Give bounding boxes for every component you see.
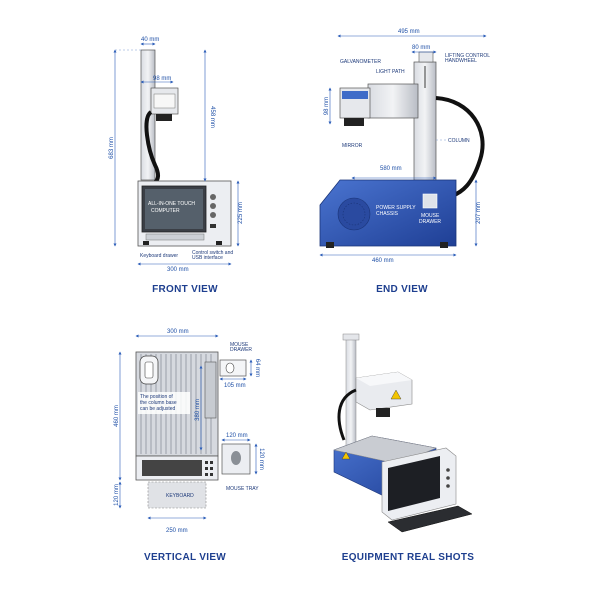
keyboard-label: KEYBOARD — [166, 493, 194, 499]
mouse-tray-label: MOUSE TRAY — [226, 486, 259, 492]
screen-text-line1: ALL-IN-ONE TOUCH — [148, 201, 195, 207]
dim-mouse-drawer-width: 105 mm — [224, 383, 246, 389]
mouse-drawer-label-line1: MOUSE — [230, 342, 249, 348]
dim-base-width: 460 mm — [372, 258, 394, 264]
dim-total-height: 683 mm — [109, 137, 115, 159]
control-switch-label-line1: Control switch and — [192, 250, 233, 256]
control-knob — [210, 203, 216, 209]
usb-port — [210, 224, 216, 228]
dim-mouse-tray-width: 120 mm — [226, 433, 248, 439]
keyboard — [387, 505, 473, 533]
vertical-view: The position of the column base can be a… — [114, 329, 264, 563]
foot — [326, 242, 334, 248]
power-supply-label-line1: POWER SUPPLY — [376, 205, 416, 211]
note-line3: can be adjusted — [140, 406, 176, 412]
mouse-drawer-label-line1: MOUSE — [421, 213, 440, 219]
dim-top-width: 40 mm — [141, 37, 159, 43]
column-label: COLUMN — [448, 138, 470, 144]
power-supply-label-line2: CHASSIS — [376, 211, 399, 217]
mouse-drawer-label-line2: DRAWER — [230, 347, 252, 353]
front-view-title: FRONT VIEW — [152, 284, 218, 295]
end-view: 495 mm 80 mm 98 mm 580 mm 207 mm 460 mm … — [319, 29, 490, 295]
mouse-drawer — [422, 193, 438, 209]
dim-arm-length: 580 mm — [380, 166, 402, 172]
foot — [143, 241, 149, 245]
dim-base-height: 225 mm — [238, 202, 244, 224]
dim-column-range: 380 mm — [195, 399, 201, 421]
dim-base-width: 300 mm — [167, 267, 189, 273]
mouse-tray — [221, 443, 251, 475]
dim-column-width: 98 mm — [153, 76, 171, 82]
foot — [216, 241, 222, 245]
note-line1: The position of — [140, 394, 173, 400]
lens — [156, 114, 172, 121]
equipment-real-shot: EQUIPMENT REAL SHOTS — [333, 333, 475, 563]
dim-base-height: 207 mm — [476, 202, 482, 224]
vertical-view-title: VERTICAL VIEW — [144, 552, 226, 563]
control-knob — [210, 212, 216, 218]
dim-head-height: 98 mm — [324, 97, 330, 115]
light-path-arm — [367, 83, 419, 119]
dim-keyboard-depth: 120 mm — [114, 484, 120, 506]
dim-mouse-tray-depth: 120 mm — [258, 448, 264, 470]
lifting-label-line1: LIFTING CONTROL — [445, 53, 490, 59]
mouse-drawer-label-line2: DRAWER — [419, 219, 441, 225]
mouse-icon — [231, 451, 241, 465]
dim-column-height: 458 mm — [209, 106, 215, 128]
mirror-label: MIRROR — [342, 143, 363, 149]
fiber-cable — [435, 96, 485, 198]
warning-sign-icon — [390, 389, 402, 400]
fiber-cable — [337, 388, 357, 441]
screen-text-line2: COMPUTER — [151, 208, 180, 214]
dim-top-width: 300 mm — [167, 329, 189, 335]
fan-grille — [337, 197, 371, 231]
lifting-label-line2: HANDWHEEL — [445, 58, 477, 64]
keyboard-tray — [147, 481, 207, 509]
side-handle — [204, 361, 217, 419]
foot — [440, 242, 448, 248]
dim-total-width: 495 mm — [398, 29, 420, 35]
dim-mouse-drawer-depth: 64 mm — [254, 359, 260, 377]
end-view-title: END VIEW — [376, 284, 428, 295]
front-view: ALL-IN-ONE TOUCH COMPUTER 40 mm 98 mm 68… — [109, 37, 244, 295]
mirror — [344, 118, 364, 126]
handwheel — [418, 51, 434, 63]
note-line2: the column base — [140, 400, 177, 406]
dim-total-depth: 460 mm — [114, 405, 120, 427]
real-shot-title: EQUIPMENT REAL SHOTS — [342, 552, 475, 563]
monitor-screen — [388, 456, 440, 511]
galvanometer-label: GALVANOMETER — [340, 59, 381, 65]
note-box — [138, 392, 190, 414]
keyboard-drawer-label: Keyboard drawer — [140, 253, 178, 259]
fiber-cable — [144, 110, 160, 184]
dim-keyboard-width: 250 mm — [166, 528, 188, 534]
control-switch-label-line2: USB interface — [192, 255, 223, 261]
lens — [376, 408, 390, 417]
light-path-label: LIGHT PATH — [376, 69, 405, 75]
control-knob — [210, 194, 216, 200]
warning-sign-icon — [341, 451, 351, 460]
dim-handwheel-width: 80 mm — [412, 45, 430, 51]
keyboard-drawer — [145, 233, 205, 241]
